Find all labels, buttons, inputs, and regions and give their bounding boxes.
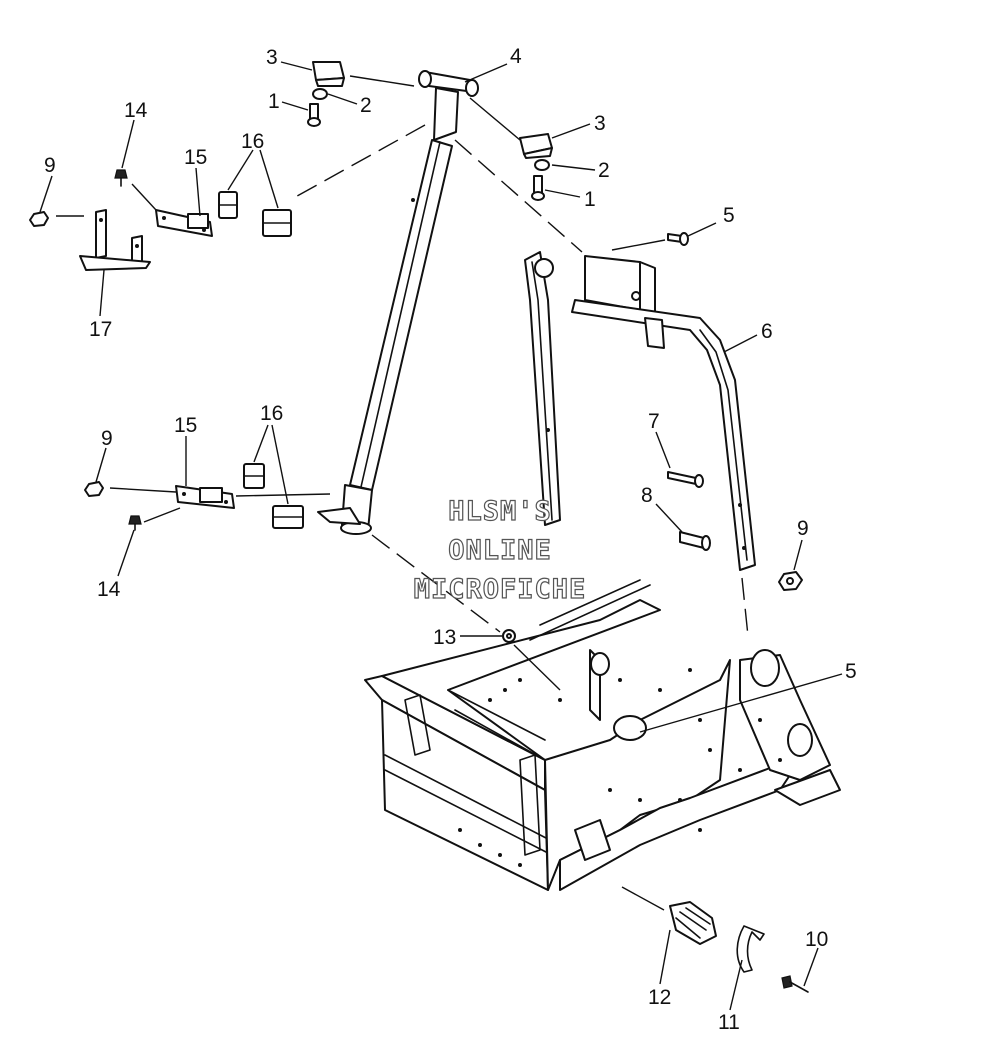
callout-16-lower: 16: [260, 402, 283, 425]
callout-1-upper-right: 1: [584, 188, 596, 211]
callout-11: 11: [718, 1011, 740, 1034]
callout-3-upper-left: 3: [266, 46, 278, 69]
clip-11-part: [736, 925, 765, 973]
clamp-3-left-part: [312, 61, 345, 87]
callout-9-upper-left: 9: [44, 154, 56, 177]
frame-assembly-part: [364, 579, 841, 891]
rear-bracket-part: [524, 251, 756, 571]
callout-8: 8: [641, 484, 653, 507]
callout-12: 12: [648, 986, 671, 1009]
callout-7: 7: [648, 410, 660, 433]
callout-15-upper: 15: [184, 146, 207, 169]
fastener-14-upper-part: [114, 169, 128, 187]
bushing-16-lower-b-part: [272, 505, 304, 529]
callout-9-right: 9: [797, 517, 809, 540]
callout-5-lower: 5: [845, 660, 857, 683]
callout-14-lower: 14: [97, 578, 121, 601]
callout-leaders: [39, 61, 843, 1011]
callout-13: 13: [433, 626, 456, 649]
nut-9-lower-left-part: [84, 481, 104, 497]
bushing-16-lower-a-part: [243, 463, 265, 489]
callout-9-lower-left: 9: [101, 427, 113, 450]
callout-14-upper: 14: [124, 99, 148, 122]
callout-15-lower: 15: [174, 414, 197, 437]
foot-bracket-17-part: [79, 209, 151, 271]
bolt-8-part: [679, 531, 711, 551]
nut-9-upper-left-part: [29, 211, 49, 227]
fastener-14-lower-part: [128, 515, 142, 531]
screw-10-part: [781, 975, 809, 993]
bolt-5-upper-part: [667, 232, 689, 246]
washer-2-left-part: [312, 88, 328, 100]
assembly-lines: [56, 75, 749, 911]
nut-9-right-part: [778, 571, 803, 591]
callout-1-upper-left: 1: [268, 90, 280, 113]
callout-2-upper-right: 2: [598, 159, 610, 182]
bolt-1-right-part: [531, 175, 545, 201]
callout-16-upper: 16: [241, 130, 264, 153]
callout-10: 10: [805, 928, 828, 951]
bushing-16-upper-b-part: [262, 209, 292, 237]
callout-4: 4: [510, 45, 522, 68]
callout-2-upper-left: 2: [360, 94, 372, 117]
cover-12-part: [669, 901, 717, 945]
bolt-7-part: [667, 471, 704, 488]
washer-2-right-part: [534, 159, 550, 171]
callout-5-upper: 5: [723, 204, 735, 227]
callout-labels: 3 1 2 4 3 2 1 5 6 7 8 9 5 13 9 9 14 14 1…: [44, 45, 857, 1034]
bolt-1-left-part: [307, 103, 321, 127]
bushing-16-upper-a-part: [218, 191, 238, 219]
clamp-3-right-part: [519, 133, 553, 159]
steering-post-part: [317, 70, 479, 535]
bracket-15-lower-part: [175, 485, 235, 509]
callout-17: 17: [89, 318, 112, 341]
callout-3-upper-right: 3: [594, 112, 606, 135]
washer-13-part: [502, 629, 516, 643]
bracket-15-upper-part: [155, 209, 213, 237]
callout-6: 6: [761, 320, 773, 343]
